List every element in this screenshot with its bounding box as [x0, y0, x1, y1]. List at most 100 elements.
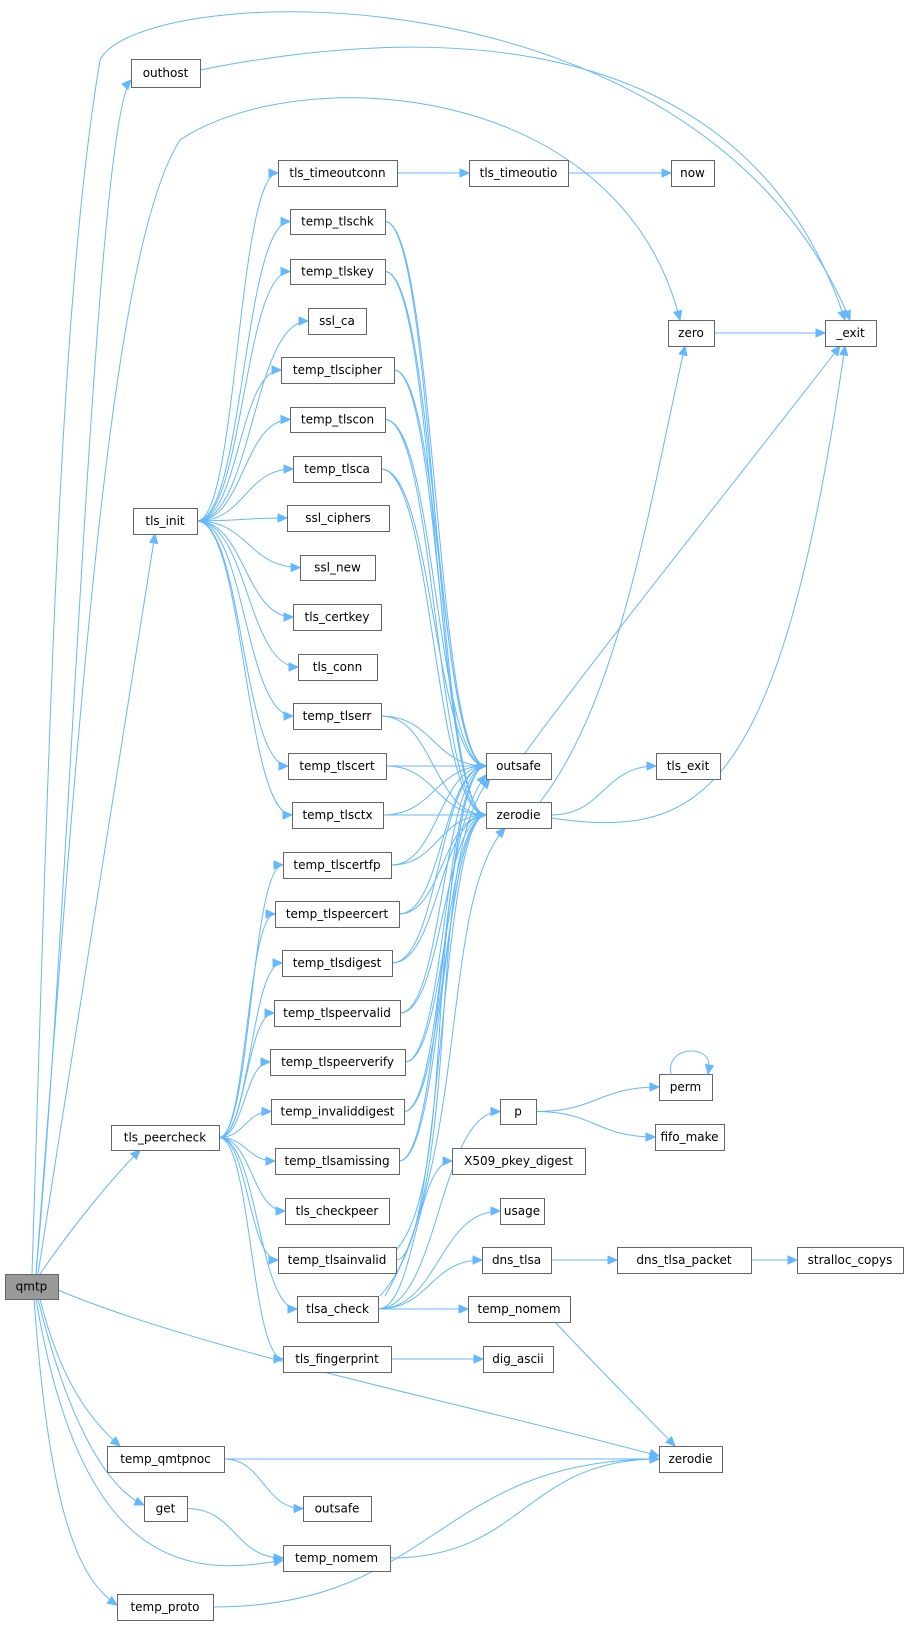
edge-temp_tlsamissing-to-outsafe-line [398, 765, 487, 1162]
edge-tls_init-to-tls_timeoutconn [196, 168, 280, 522]
node-box [468, 1296, 571, 1323]
edge-tls_init-to-temp_tlscon-line [196, 419, 291, 522]
node-temp-tlskey[interactable]: temp_tlskey [290, 259, 386, 285]
edge-tls_init-to-ssl_ciphers [196, 513, 289, 523]
node-now[interactable]: now [671, 160, 715, 187]
edge-qmtp-to-tls_peercheck [39, 1149, 141, 1275]
node-label: stralloc_copys [808, 1253, 893, 1267]
node-tls-init[interactable]: tls_init [133, 508, 198, 535]
node-box [655, 1124, 725, 1151]
edge-perm-to-perm-arrowhead [704, 1063, 715, 1076]
node-temp-invaliddigest[interactable]: temp_invaliddigest [271, 1099, 405, 1125]
node-tlsa-check[interactable]: tlsa_check [297, 1296, 379, 1323]
node-get[interactable]: get [144, 1496, 188, 1522]
node-temp-tlsctx[interactable]: temp_tlsctx [292, 802, 384, 829]
edge-temp_nomem_b-to-zerodie_b [389, 1454, 661, 1559]
node-box [303, 1496, 372, 1522]
node-ssl-ca[interactable]: ssl_ca [308, 308, 367, 335]
node-box [290, 259, 386, 285]
node-fifo-make[interactable]: fifo_make [655, 1124, 725, 1151]
node-tls-exit[interactable]: tls_exit [656, 753, 721, 780]
node-ssl-new[interactable]: ssl_new [300, 555, 376, 581]
node-temp-tlscert[interactable]: temp_tlscert [288, 753, 387, 780]
node-X509-pkey-digest[interactable]: X509_pkey_digest [452, 1148, 586, 1175]
node-temp-tlserr[interactable]: temp_tlserr [293, 703, 382, 730]
node-box [659, 1074, 713, 1101]
edge-temp_tlscon-to-outsafe [384, 419, 488, 771]
edge-qmtp-to-zerodie_b-line [57, 1289, 660, 1457]
node-zerodie-b[interactable]: zerodie [659, 1446, 723, 1473]
node-label: now [680, 166, 705, 180]
node-label: tls_timeoutio [480, 166, 558, 180]
node-temp-tlscipher[interactable]: temp_tlscipher [281, 357, 395, 384]
node-temp-tlscertfp[interactable]: temp_tlscertfp [283, 852, 392, 879]
node-temp-nomem-a[interactable]: temp_nomem [468, 1296, 571, 1323]
node-label: tls_fingerprint [295, 1352, 379, 1366]
node-label: temp_tlscipher [293, 363, 382, 377]
node-stralloc-copys[interactable]: stralloc_copys [797, 1247, 904, 1274]
edge-tls_peercheck-to-temp_tlsainvalid [218, 1137, 280, 1265]
node-temp-tlspeerverify[interactable]: temp_tlspeerverify [270, 1049, 406, 1076]
node-temp-qmtpnoc[interactable]: temp_qmtpnoc [107, 1446, 225, 1473]
node-tls-conn[interactable]: tls_conn [298, 654, 378, 681]
node-temp-tlspeervalid[interactable]: temp_tlspeervalid [274, 1000, 401, 1027]
node-label: tls_certkey [305, 610, 370, 624]
node-dns-tlsa-packet[interactable]: dns_tlsa_packet [617, 1247, 752, 1274]
edge-tls_init-to-temp_tlserr-line [196, 520, 294, 717]
node-ssl-ciphers[interactable]: ssl_ciphers [287, 505, 390, 532]
edge-temp_tlspeervalid-to-zerodie_a-line [399, 814, 487, 1014]
node-tls-fingerprint[interactable]: tls_fingerprint [283, 1346, 392, 1373]
edge-qmtp-to-zero-arrowhead [673, 309, 683, 322]
edge-qmtp-to-get [37, 1298, 146, 1506]
node-box [111, 1125, 220, 1151]
node-tls-checkpeer[interactable]: tls_checkpeer [285, 1198, 390, 1225]
node-temp-tlsdigest[interactable]: temp_tlsdigest [282, 950, 393, 977]
node-zerodie-a[interactable]: zerodie [486, 802, 552, 829]
edge-tls_init-to-tls_conn [196, 520, 300, 672]
edge-tls_init-to-temp_tlskey [196, 266, 292, 522]
node--exit[interactable]: _exit [825, 320, 877, 347]
node-temp-tlscon[interactable]: temp_tlscon [290, 407, 386, 433]
node-box [298, 654, 378, 681]
node-temp-tlsainvalid[interactable]: temp_tlsainvalid [278, 1247, 397, 1274]
edge-tls_peercheck-to-tls_fingerprint-line [218, 1137, 284, 1360]
edge-tls_init-to-temp_tlscert-arrowhead [278, 761, 290, 771]
node-dig-ascii[interactable]: dig_ascii [483, 1346, 554, 1373]
edge-tlsa_check-to-zerodie_a [384, 827, 506, 1297]
node-label: outsafe [496, 759, 541, 773]
node-label: temp_tlscert [299, 759, 375, 773]
node-tls-peercheck[interactable]: tls_peercheck [111, 1125, 220, 1151]
node-qmtp[interactable]: qmtp [5, 1274, 59, 1300]
node-box [825, 320, 877, 347]
node-box [282, 950, 393, 977]
node-label: p [514, 1105, 522, 1119]
node-perm[interactable]: perm [659, 1074, 713, 1101]
node-temp-nomem-b[interactable]: temp_nomem [283, 1545, 391, 1572]
node-box [671, 160, 715, 187]
node-temp-proto[interactable]: temp_proto [117, 1594, 214, 1621]
node-label: temp_tlskey [301, 265, 374, 279]
edge-tls_timeoutconn-to-tls_timeoutio-arrowhead [459, 168, 471, 178]
node-tls-timeoutconn[interactable]: tls_timeoutconn [278, 160, 398, 187]
node-outsafe-b[interactable]: outsafe [303, 1496, 372, 1522]
edge-tls_init-to-tls_timeoutconn-arrowhead [268, 168, 280, 178]
node-outsafe[interactable]: outsafe [486, 753, 552, 780]
node-temp-tlspeercert[interactable]: temp_tlspeercert [275, 901, 400, 928]
edge-p-to-perm [535, 1082, 661, 1112]
node-zero[interactable]: zero [668, 320, 715, 347]
node-tls-certkey[interactable]: tls_certkey [293, 604, 382, 631]
node-temp-tlsca[interactable]: temp_tlsca [293, 456, 382, 483]
node-tls-timeoutio[interactable]: tls_timeoutio [469, 160, 569, 187]
node-outhost[interactable]: outhost [131, 59, 201, 88]
node-usage[interactable]: usage [500, 1198, 545, 1225]
node-temp-tlschk[interactable]: temp_tlschk [290, 209, 386, 235]
node-p[interactable]: p [500, 1099, 537, 1125]
edge-tls_init-to-temp_tlschk [196, 216, 292, 522]
edge-zerodie_a-to-tls_exit-line [550, 765, 657, 816]
node-label: _exit [835, 326, 865, 340]
edge-tls_peercheck-to-temp_tlscertfp-line [218, 864, 284, 1138]
node-box [293, 456, 382, 483]
node-dns-tlsa[interactable]: dns_tlsa [482, 1247, 552, 1274]
edge-tls_peercheck-to-tls_checkpeer [218, 1137, 287, 1216]
node-temp-tlsamissing[interactable]: temp_tlsamissing [275, 1148, 400, 1175]
